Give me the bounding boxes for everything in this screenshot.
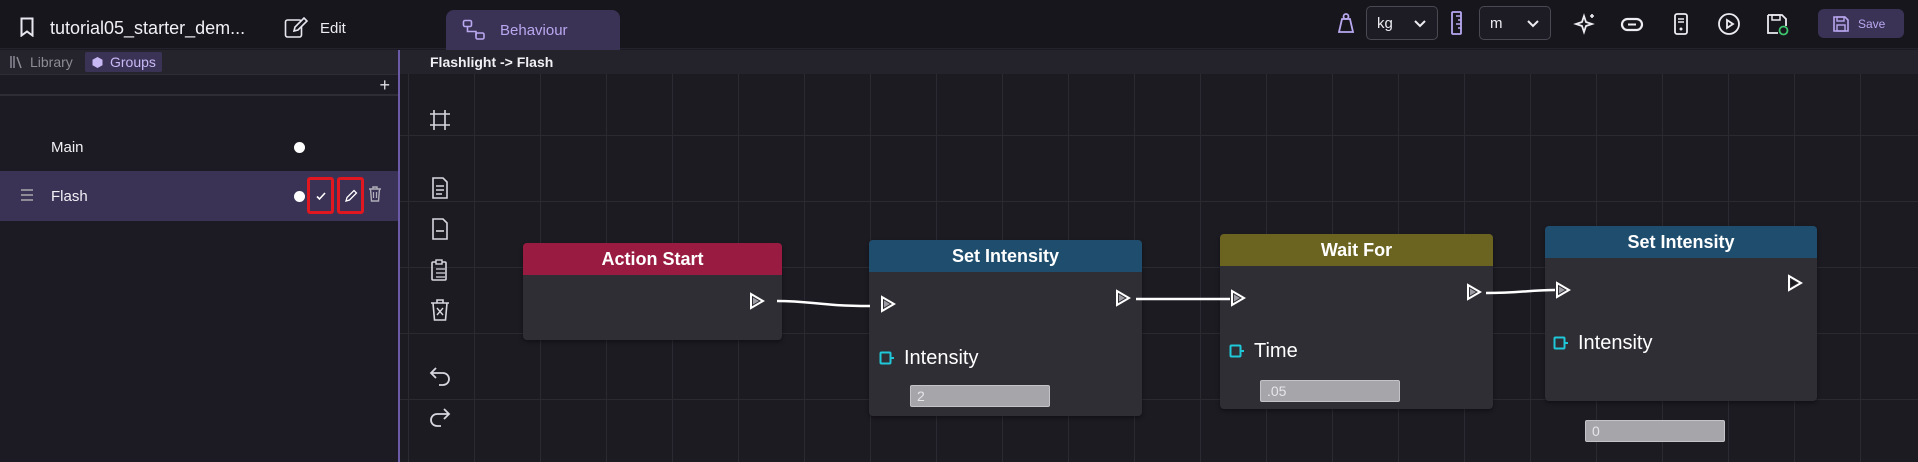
input-port-icon[interactable] xyxy=(879,295,897,313)
delete-node-icon[interactable] xyxy=(428,298,452,322)
flow-icon xyxy=(462,19,485,40)
trash-icon[interactable] xyxy=(368,186,382,202)
panel-divider[interactable] xyxy=(398,50,400,462)
group-name: Main xyxy=(51,138,84,156)
gamepad-icon[interactable] xyxy=(1620,12,1644,36)
param-row: Intensity xyxy=(1553,332,1652,355)
edit-label: Edit xyxy=(320,19,346,37)
weight-icon xyxy=(1335,12,1357,34)
param-row: Time xyxy=(1229,340,1298,363)
group-item[interactable]: Main xyxy=(0,122,398,172)
undo-icon[interactable] xyxy=(428,363,452,387)
confirm-button[interactable] xyxy=(307,177,334,214)
data-pin-icon[interactable] xyxy=(1229,344,1244,359)
output-port-icon[interactable] xyxy=(1786,274,1804,292)
node-action-start[interactable]: Action Start xyxy=(523,243,782,340)
save-label: Save xyxy=(1858,16,1886,31)
tab-library[interactable]: Library xyxy=(4,52,79,72)
rename-button[interactable] xyxy=(337,177,364,214)
ruler-icon xyxy=(1450,11,1464,35)
node-title: Set Intensity xyxy=(1545,226,1817,258)
output-port-icon[interactable] xyxy=(1465,283,1483,301)
frame-icon[interactable] xyxy=(428,108,452,132)
sparkle-icon[interactable] xyxy=(1573,12,1597,36)
tab-groups-label: Groups xyxy=(110,54,156,70)
time-input[interactable]: .05 xyxy=(1260,380,1400,402)
intensity-input[interactable]: 2 xyxy=(910,385,1050,407)
output-port-icon[interactable] xyxy=(748,292,766,310)
status-dot xyxy=(294,190,305,202)
groups-icon xyxy=(92,56,103,68)
breadcrumb-bar: Flashlight -> Flash xyxy=(400,50,1918,74)
chevron-down-icon xyxy=(1414,20,1426,28)
node-set-intensity[interactable]: Set Intensity Intensity 2 xyxy=(869,240,1142,416)
status-dot xyxy=(294,141,305,153)
save-refresh-icon[interactable] xyxy=(1765,12,1789,36)
floppy-disk-icon xyxy=(1833,15,1849,32)
tab-behaviour[interactable]: Behaviour xyxy=(446,10,620,50)
data-pin-icon[interactable] xyxy=(879,351,894,366)
panel-tabs: Library Groups xyxy=(0,50,398,74)
top-bar: tutorial05_starter_dem... Edit Behaviour… xyxy=(0,0,1918,50)
weight-unit-select[interactable]: kg xyxy=(1366,6,1438,40)
duplicate-icon[interactable] xyxy=(428,217,452,241)
data-pin-icon[interactable] xyxy=(1553,336,1568,351)
groups-panel: Library Groups + Main Flash xyxy=(0,50,398,462)
library-icon xyxy=(10,56,22,69)
behaviour-tab-label: Behaviour xyxy=(500,21,568,39)
drag-handle-icon[interactable] xyxy=(21,189,33,204)
project-title: tutorial05_starter_dem... xyxy=(50,18,246,38)
pencil-icon xyxy=(344,189,357,202)
group-name: Flash xyxy=(51,187,88,205)
node-title: Set Intensity xyxy=(869,240,1142,272)
param-label: Intensity xyxy=(1578,332,1653,354)
behaviour-canvas[interactable]: Flashlight -> Flash Action Start Set Int… xyxy=(400,50,1918,462)
weight-unit-value: kg xyxy=(1377,14,1393,32)
document-icon[interactable] xyxy=(428,176,452,200)
edit-icon xyxy=(284,17,308,38)
tab-library-label: Library xyxy=(30,54,73,70)
node-title: Wait For xyxy=(1220,234,1493,266)
edit-button[interactable]: Edit xyxy=(284,16,346,40)
bookmark-icon[interactable] xyxy=(20,17,34,37)
chevron-down-icon xyxy=(1527,20,1539,28)
save-button[interactable]: Save xyxy=(1818,9,1904,38)
node-title: Action Start xyxy=(523,243,782,275)
clipboard-icon[interactable] xyxy=(428,258,452,282)
input-port-icon[interactable] xyxy=(1554,281,1572,299)
redo-icon[interactable] xyxy=(428,404,452,428)
length-unit-value: m xyxy=(1490,14,1503,32)
intensity-input[interactable]: 0 xyxy=(1585,420,1725,442)
output-port-icon[interactable] xyxy=(1114,289,1132,307)
mobile-device-icon[interactable] xyxy=(1669,12,1693,36)
group-item[interactable]: Flash xyxy=(0,171,398,221)
play-icon[interactable] xyxy=(1717,12,1741,36)
param-label: Time xyxy=(1254,340,1298,362)
input-port-icon[interactable] xyxy=(1229,289,1247,307)
groups-toolbar: + xyxy=(0,74,398,96)
length-unit-select[interactable]: m xyxy=(1479,6,1551,40)
param-label: Intensity xyxy=(904,347,979,369)
param-row: Intensity xyxy=(879,347,978,370)
breadcrumb: Flashlight -> Flash xyxy=(430,54,554,70)
tab-groups[interactable]: Groups xyxy=(85,52,162,72)
check-icon xyxy=(315,191,326,200)
add-group-button[interactable]: + xyxy=(379,75,390,95)
node-set-intensity[interactable]: Set Intensity Intensity 0 xyxy=(1545,226,1817,442)
node-wait-for[interactable]: Wait For Time .05 xyxy=(1220,234,1493,409)
